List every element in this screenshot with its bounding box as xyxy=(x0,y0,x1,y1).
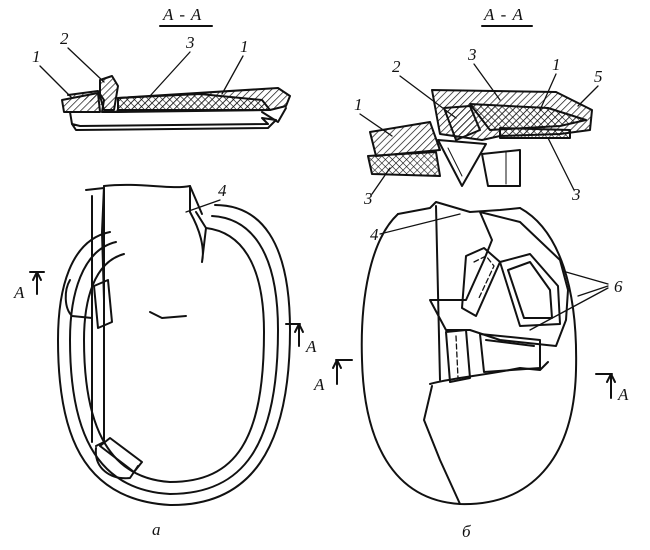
label-b-4: 4 xyxy=(370,225,379,244)
label-b-3-top: 3 xyxy=(467,45,477,64)
leader-b-1-left xyxy=(359,113,393,137)
leader-b-4 xyxy=(379,213,461,235)
left-wing-section xyxy=(369,121,441,157)
figure-b-caption: б xyxy=(462,522,471,541)
middle-rim-outline xyxy=(69,215,279,495)
latch-block-section xyxy=(443,105,481,141)
cut-a-left-arrow xyxy=(32,271,42,281)
b-body-break xyxy=(397,201,521,215)
leader-a-2 xyxy=(67,47,105,83)
b-lower-left-edge xyxy=(423,385,461,505)
b-lower-hidden xyxy=(455,335,459,379)
label-b-2: 2 xyxy=(392,57,401,76)
leader-b-3-left xyxy=(371,167,391,195)
leader-b-6-a xyxy=(565,271,609,285)
leader-b-6-c xyxy=(529,287,609,331)
b-lower-break xyxy=(429,361,549,385)
figure-b-plan-view xyxy=(360,201,578,506)
inner-rim-outline xyxy=(83,227,265,483)
leader-a-1-right xyxy=(221,55,244,95)
cut-b-left-arrow xyxy=(332,359,342,369)
label-b-6: 6 xyxy=(614,277,623,296)
leader-a-3 xyxy=(149,51,191,97)
latch-plate xyxy=(93,279,113,329)
cut-b-right-letter: А xyxy=(617,385,629,404)
figure-b-section-text: А - А xyxy=(483,5,524,24)
wedge-prism-line xyxy=(447,147,463,177)
lower-seal-section xyxy=(499,127,571,139)
left-pad-section xyxy=(367,151,441,177)
b-window-outline xyxy=(499,253,561,327)
leader-b-2 xyxy=(399,75,457,119)
cut-a-right-arrow xyxy=(294,323,304,333)
cut-a-left-letter: A xyxy=(13,283,25,302)
b-prism-hidden xyxy=(473,255,495,301)
b-lower-window xyxy=(479,333,541,373)
b-prism-slot xyxy=(461,247,501,317)
cut-b-right-arrow xyxy=(606,373,616,383)
figure-a-leaders xyxy=(39,47,244,213)
left-flange-section xyxy=(61,92,101,113)
bottom-latch-plate xyxy=(99,437,143,473)
outer-rim-outline xyxy=(57,204,291,507)
label-b-5: 5 xyxy=(594,67,603,86)
figure-a-plan-view xyxy=(57,183,291,507)
body-break-line xyxy=(103,183,207,263)
leader-b-3-right xyxy=(547,137,575,191)
glass-insert-section xyxy=(117,93,271,113)
right-rim-section xyxy=(261,107,287,123)
wedge-prism-left xyxy=(437,139,487,187)
leader-b-3-top xyxy=(473,63,501,101)
figure-a: A - A 1 2 3 1 4 xyxy=(13,5,317,539)
label-b-1-top: 1 xyxy=(552,55,561,74)
label-b-3-left: 3 xyxy=(363,189,373,208)
label-b-3-right: 3 xyxy=(571,185,581,204)
figure-b-leaders xyxy=(359,63,609,331)
label-a-2: 2 xyxy=(60,29,69,48)
figure-a-section-text: A - A xyxy=(162,5,202,24)
b-lower-slot xyxy=(445,329,471,383)
figure-b-section-title: А - А xyxy=(483,5,524,24)
leader-a-4 xyxy=(185,199,221,213)
bottom-latch xyxy=(94,447,139,480)
label-b-1-left: 1 xyxy=(354,95,363,114)
figure-b-top-labels: 1 2 3 1 5 3 3 4 6 xyxy=(354,45,623,296)
b-body-left-edge xyxy=(435,205,441,381)
figure-b: А - А 1 2 3 1 5 3 3 4 6 xyxy=(313,5,629,541)
leader-a-1-left xyxy=(39,65,73,99)
figure-a-section-view xyxy=(61,75,291,131)
b-lower-window-line xyxy=(485,339,535,347)
body-right-edge xyxy=(189,185,203,215)
label-a-1-right: 1 xyxy=(240,37,249,56)
seal-section xyxy=(469,103,587,131)
base-plate-section xyxy=(71,117,277,131)
leader-b-6-b xyxy=(577,285,609,297)
figure-b-cut-letters: А А б xyxy=(313,375,629,541)
center-mark xyxy=(149,311,187,319)
figure-a-cut-letters: A A а xyxy=(13,283,317,539)
label-a-1-left: 1 xyxy=(32,47,41,66)
leader-b-5 xyxy=(577,85,599,107)
cut-a-right-letter: A xyxy=(305,337,317,356)
left-tab xyxy=(64,279,93,319)
left-edge-line xyxy=(69,111,73,125)
label-a-4: 4 xyxy=(218,181,227,200)
latch-section xyxy=(99,75,119,111)
figure-a-caption: а xyxy=(152,520,161,539)
label-a-3: 3 xyxy=(185,33,195,52)
figure-b-cut-marks xyxy=(332,359,616,399)
wedge-prism-right xyxy=(481,149,521,187)
figure-b-section-view xyxy=(367,89,593,187)
leader-b-1-top xyxy=(539,73,557,111)
b-window-inner xyxy=(507,261,553,319)
figure-a-cut-marks xyxy=(29,271,304,347)
side-slot xyxy=(85,187,105,447)
figure-a-top-labels: 1 2 3 1 4 xyxy=(32,29,249,200)
figure-a-section-title: A - A xyxy=(162,5,202,24)
cut-b-left-letter: А xyxy=(313,375,325,394)
